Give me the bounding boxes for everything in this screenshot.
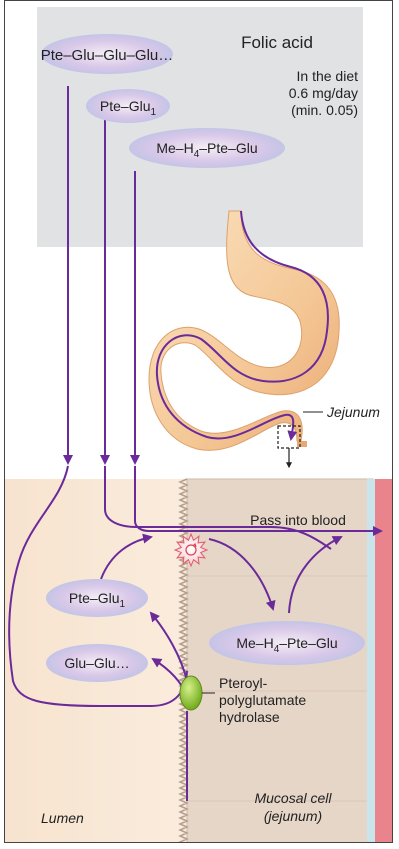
- label-enzyme-line-1: Pteroyl-: [219, 675, 268, 691]
- basal-membrane: [367, 479, 375, 843]
- label-pte-glu-chain: Pte–Glu–Glu–Glu…: [41, 47, 174, 64]
- label-glu-glu: Glu–Glu…: [64, 655, 129, 671]
- folate-absorption-diagram: Folic acid In the diet 0.6 mg/day (min. …: [5, 1, 393, 843]
- diet-note-line-2: 0.6 mg/day: [289, 85, 358, 101]
- label-enzyme-line-3: hydrolase: [219, 709, 280, 725]
- label-lumen: Lumen: [41, 810, 84, 826]
- label-mucosal-cell-line-2: (jejunum): [264, 808, 322, 824]
- blood-vessel-edge: [375, 479, 393, 843]
- enzyme-icon: [180, 676, 202, 710]
- label-jejunum: Jejunum: [326, 404, 380, 420]
- diet-note-line-1: In the diet: [297, 68, 359, 84]
- diet-note-line-3: (min. 0.05): [291, 102, 358, 118]
- label-mucosal-cell-line-1: Mucosal cell: [254, 790, 332, 806]
- diagram-title: Folic acid: [241, 33, 313, 52]
- figure-frame: Folic acid In the diet 0.6 mg/day (min. …: [4, 0, 393, 843]
- label-enzyme-line-2: polyglutamate: [219, 692, 306, 708]
- label-pass-into-blood: Pass into blood: [250, 512, 346, 528]
